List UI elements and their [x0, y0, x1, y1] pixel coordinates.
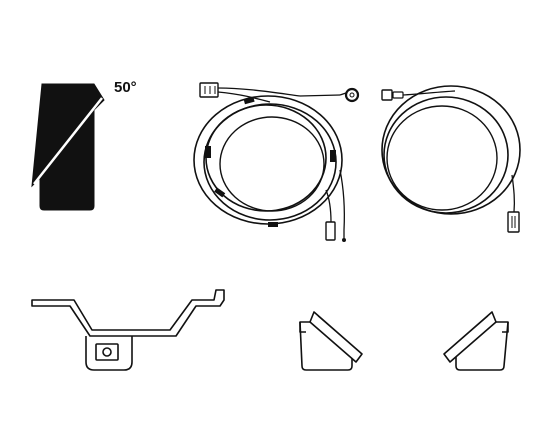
coiled-wire-harness-inline-connector-icon [381, 85, 521, 233]
coiled-wire-harness-ring-terminal-icon [193, 82, 360, 242]
mounting-bracket-icon [31, 289, 225, 371]
angled-clip-left-icon [299, 311, 363, 371]
angle-label: 50° [114, 79, 137, 96]
wedge-template-icon [31, 83, 105, 211]
angled-clip-right-icon [443, 311, 509, 371]
